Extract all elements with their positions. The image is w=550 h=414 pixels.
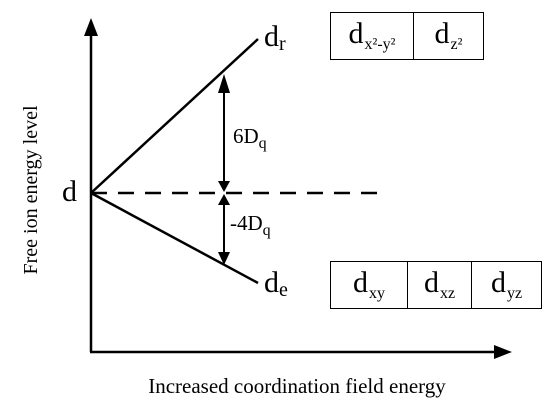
lower-splitting-label: -4Dq [230, 211, 271, 239]
upper-level-sub: r [279, 33, 286, 55]
upper-splitting-label: 6Dq [233, 124, 267, 152]
upper-level-main: d [264, 20, 279, 53]
lower-splitting-sub: q [263, 222, 271, 239]
lower-split-line [90, 191, 259, 285]
upper-split-line [90, 38, 259, 194]
lower-gap-arrowhead-bottom [218, 252, 230, 265]
orbital-sub: z² [450, 36, 463, 53]
upper-gap-arrowhead-top [218, 74, 230, 93]
orbital-main: d [353, 266, 368, 299]
orbital-main: d [423, 266, 439, 299]
orbital-sub: xz [439, 285, 456, 302]
y-axis-label: Free ion energy level [20, 105, 42, 274]
orbital-sub: x²-y² [364, 36, 396, 53]
x-axis-label: Increased coordination field energy [148, 374, 446, 398]
free-ion-label: d [62, 175, 77, 208]
orbital-main: d [348, 17, 364, 50]
orbital-main: d [490, 266, 506, 299]
orbital-sub: yz [506, 285, 523, 302]
upper-splitting-value: 6D [233, 124, 259, 148]
lower-splitting-value: -4D [230, 211, 263, 235]
lower-level-label: de [264, 266, 288, 301]
x-axis-arrowhead [494, 345, 512, 359]
upper-splitting-sub: q [259, 135, 267, 152]
upper-gap-arrowhead-bottom [218, 181, 230, 192]
y-axis-arrowhead [84, 18, 98, 36]
lower-level-main: d [264, 266, 279, 299]
upper-level-label: dr [264, 20, 286, 55]
orbital-sub: xy [369, 285, 385, 302]
lower-level-sub: e [279, 279, 288, 301]
lower-gap-arrowhead-top [218, 194, 230, 205]
orbital-main: d [434, 17, 450, 50]
